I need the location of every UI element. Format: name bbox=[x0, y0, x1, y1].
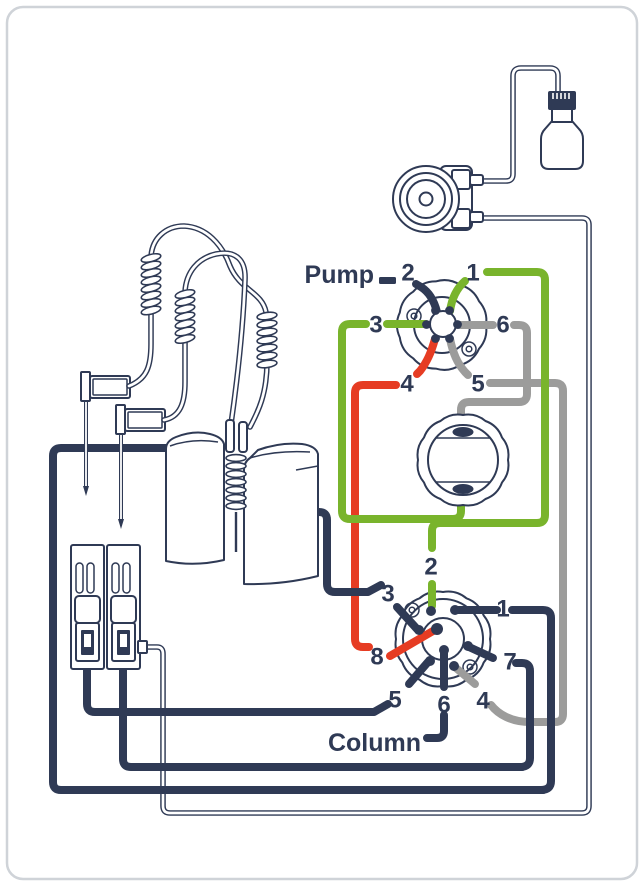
injection-port-spring bbox=[225, 453, 247, 511]
column-valve bbox=[386, 580, 501, 742]
tube-coil-1 bbox=[140, 252, 162, 316]
port8-stub bbox=[386, 627, 437, 660]
tube-coil-2 bbox=[174, 288, 196, 345]
probe-needle-tip bbox=[118, 519, 124, 529]
port6-to-column-elbow bbox=[423, 711, 448, 742]
tube-gray-valve5-to-column8port4 bbox=[486, 379, 567, 726]
pump-port3-label: 3 bbox=[369, 312, 382, 339]
tube-coil-3 bbox=[256, 311, 278, 369]
page-border bbox=[5, 5, 639, 881]
pump-valve-center bbox=[429, 310, 457, 338]
wash-station bbox=[165, 431, 319, 586]
port5-stub bbox=[446, 335, 472, 379]
tube-navy-washstation-to-column-port1 bbox=[49, 444, 555, 794]
column-port1-label: 1 bbox=[496, 596, 509, 623]
syringe-pump-1 bbox=[70, 544, 105, 670]
column-label: Column bbox=[328, 729, 421, 757]
port7-stub bbox=[465, 643, 497, 662]
sample-probe-2 bbox=[115, 404, 166, 529]
wash-block-left bbox=[165, 431, 225, 565]
probe-needle-tip bbox=[83, 486, 89, 496]
pump-rotor-axle bbox=[418, 191, 434, 207]
column-port2-label: 2 bbox=[424, 554, 437, 581]
pump-connector-dash bbox=[379, 277, 396, 284]
solvent-bottle bbox=[540, 91, 584, 170]
wash-tube-connector bbox=[137, 640, 148, 654]
column-port8-label: 8 bbox=[370, 644, 383, 671]
column-port3-label: 3 bbox=[381, 581, 394, 608]
pump-valve bbox=[383, 277, 497, 379]
sample-probe-1 bbox=[80, 371, 131, 496]
port4-stub bbox=[413, 335, 439, 378]
tube-green-valve1-to-column-port2 bbox=[428, 268, 549, 552]
mixer-outlet-port bbox=[452, 484, 474, 494]
labels: Pump 2 1 3 6 4 5 2 3 1 8 7 5 6 4 Column bbox=[305, 260, 517, 758]
tube-gray-valve6-to-mixer bbox=[457, 321, 531, 434]
wash-block-right bbox=[243, 442, 319, 586]
column-port4-label: 4 bbox=[476, 688, 490, 715]
tube-navy-syringe2-to-column-port7 bbox=[119, 659, 534, 771]
pump-label: Pump bbox=[305, 261, 374, 289]
pump-port4-label: 4 bbox=[400, 371, 414, 398]
column-port6-label: 6 bbox=[437, 692, 450, 719]
peristaltic-pump bbox=[392, 165, 484, 233]
column-port7-label: 7 bbox=[503, 649, 516, 676]
pump-port1-label: 1 bbox=[466, 260, 479, 287]
mixer-inlet-port bbox=[452, 427, 474, 437]
bottle-cap-ridges bbox=[552, 93, 570, 99]
injection-port-needles bbox=[225, 419, 248, 453]
port4-stub bbox=[452, 664, 479, 688]
pump-port6-label: 6 bbox=[496, 312, 509, 339]
bottle-neck bbox=[551, 108, 573, 123]
rotor-center-port bbox=[431, 623, 443, 635]
syringe-pump-2 bbox=[106, 544, 148, 670]
port5-stub bbox=[405, 658, 432, 688]
port3-stub bbox=[393, 603, 421, 633]
bottle-body bbox=[540, 120, 584, 170]
pump-port2-label: 2 bbox=[401, 260, 414, 287]
inline-mixer bbox=[416, 413, 510, 507]
tube-navy-syringe1-to-column-port5 bbox=[83, 664, 392, 716]
tube-green-valve3-to-mixer bbox=[338, 320, 465, 523]
column-port5-label: 5 bbox=[388, 687, 401, 714]
pump-port5-label: 5 bbox=[471, 371, 484, 398]
